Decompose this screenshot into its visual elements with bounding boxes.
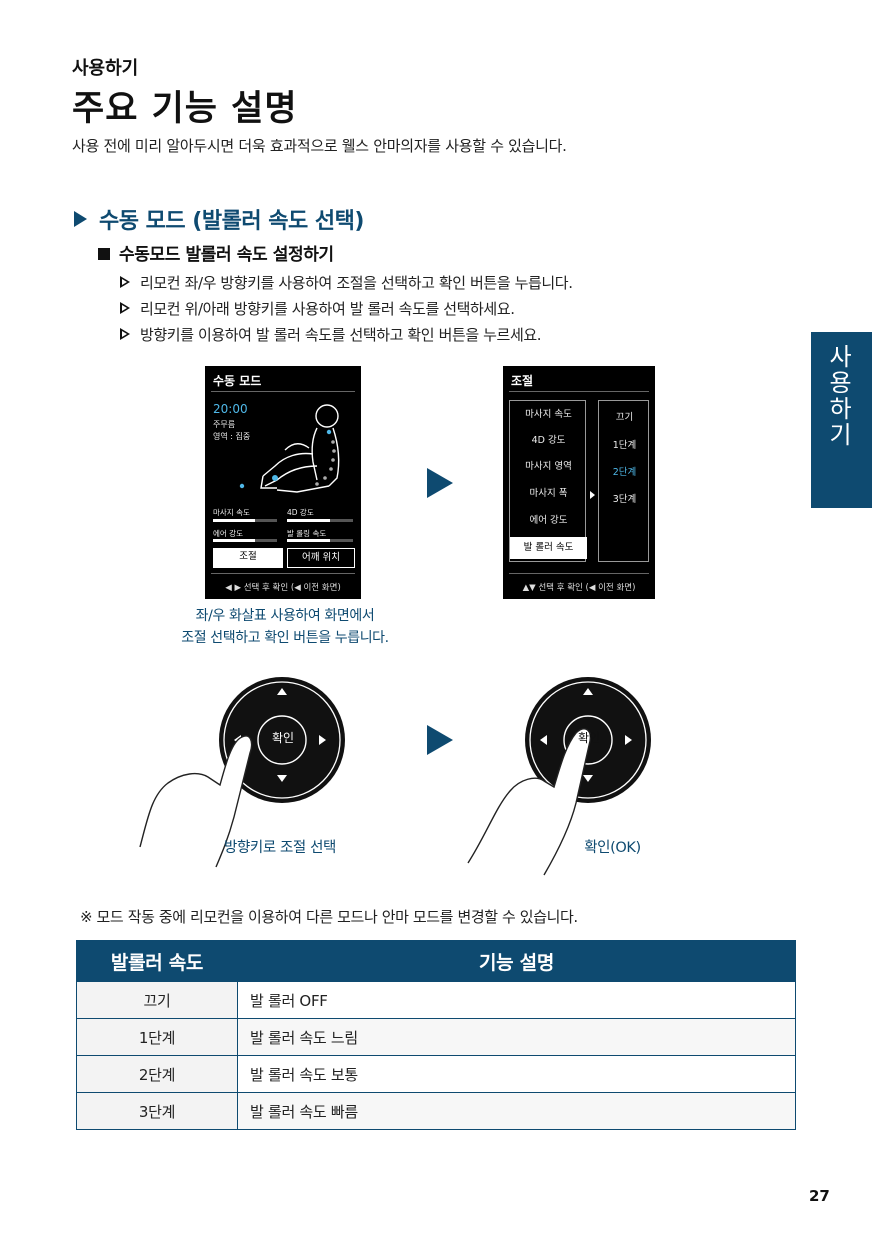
mode-info: 주무름 <box>213 420 236 429</box>
step-item: 방향키를 이용하여 발 롤러 속도를 선택하고 확인 버튼을 누르세요. <box>120 322 573 348</box>
option-item: 3단계 <box>612 494 637 505</box>
speed-options: 끄기 1단계 2단계 3단계 <box>598 400 649 562</box>
screen-footer: ◀ ▶ 선택 후 확인 (◀ 이전 화면) <box>225 583 341 593</box>
side-tab: 사용하기 <box>811 332 872 508</box>
remote-caption-left: 방향키로 조절 선택 <box>224 840 336 856</box>
divider <box>509 573 649 574</box>
table-row: 끄기 발 롤러 OFF <box>76 981 796 1019</box>
table-header-row: 발롤러 속도 기능 설명 <box>76 940 796 982</box>
4d-strength-label: 4D 강도 <box>287 508 314 517</box>
option-item-selected: 2단계 <box>612 467 637 478</box>
adjust-screen: 조절 마사지 속도 4D 강도 마사지 영역 마사지 폭 에어 강도 발 롤러 … <box>503 366 655 599</box>
adjust-button: 조절 <box>213 548 283 568</box>
table-header: 발롤러 속도 <box>76 940 238 982</box>
outline-triangle-icon <box>120 328 130 340</box>
table-cell-level: 끄기 <box>76 981 238 1019</box>
remote-caption-right: 확인(OK) <box>584 840 641 856</box>
pointer-arrow-icon <box>590 491 595 499</box>
table-cell-level: 1단계 <box>76 1018 238 1056</box>
menu-item: 4D 강도 <box>531 435 566 446</box>
timer-readout: 20:00 <box>213 402 248 416</box>
area-info: 영역 : 집중 <box>213 432 251 441</box>
table-cell-desc: 발 롤러 속도 보통 <box>237 1055 796 1093</box>
massage-chair-figure-icon <box>239 404 340 493</box>
step-item: 리모컨 좌/우 방향키를 사용하여 조절을 선택하고 확인 버튼을 누릅니다. <box>120 270 573 296</box>
foot-roller-speed-label: 발 롤링 속도 <box>287 529 327 538</box>
screen-caption: 좌/우 화살표 사용하여 화면에서 조절 선택하고 확인 버튼을 누릅니다. <box>181 608 389 646</box>
4d-strength-bar <box>287 519 353 522</box>
confirm-button-label: 확인 <box>577 731 601 745</box>
next-arrow-icon <box>427 468 453 498</box>
sub-heading-text: 수동모드 발롤러 속도 설정하기 <box>119 245 334 265</box>
triangle-bullet-icon <box>74 211 87 227</box>
shoulder-position-button: 어깨 위치 <box>287 548 355 568</box>
remote-confirm-pad <box>467 677 651 876</box>
table-cell-desc: 발 롤러 속도 빠름 <box>237 1092 796 1130</box>
table-cell-level: 2단계 <box>76 1055 238 1093</box>
step-list: 리모컨 좌/우 방향키를 사용하여 조절을 선택하고 확인 버튼을 누릅니다. … <box>120 270 573 348</box>
side-tab-label: 사용하기 <box>824 344 852 448</box>
page-number: 27 <box>809 1187 830 1205</box>
option-item: 끄기 <box>615 412 634 423</box>
massage-speed-label: 마사지 속도 <box>213 508 250 517</box>
divider <box>509 391 649 392</box>
square-bullet-icon <box>98 248 110 260</box>
table-cell-desc: 발 롤러 OFF <box>237 981 796 1019</box>
adjust-menu: 마사지 속도 4D 강도 마사지 영역 마사지 폭 에어 강도 발 롤러 속도 <box>509 400 587 562</box>
speed-table: 발롤러 속도 기능 설명 끄기 발 롤러 OFF 1단계 발 롤러 속도 느림 … <box>76 940 796 1130</box>
option-item: 1단계 <box>612 440 637 451</box>
manual-mode-screen: 수동 모드 20:00 주무름 영역 : 집중 마사지 속도 4D 강도 에어 … <box>205 366 361 599</box>
note-text: ※ 모드 작동 중에 리모컨을 이용하여 다른 모드나 안마 모드를 변경할 수… <box>80 908 578 926</box>
screen-title: 조절 <box>511 374 534 388</box>
menu-item: 마사지 영역 <box>525 461 572 472</box>
remote-direction-pad <box>139 677 345 868</box>
step-item: 리모컨 위/아래 방향키를 사용하여 발 롤러 속도를 선택하세요. <box>120 296 573 322</box>
table-cell-level: 3단계 <box>76 1092 238 1130</box>
menu-item: 마사지 속도 <box>525 409 572 420</box>
foot-roller-speed-bar <box>287 539 353 542</box>
table-cell-desc: 발 롤러 속도 느림 <box>237 1018 796 1056</box>
divider <box>211 391 355 392</box>
confirm-button-label: 확인 <box>271 731 295 745</box>
divider <box>211 573 355 574</box>
air-strength-bar <box>213 539 277 542</box>
next-arrow-icon <box>427 725 453 755</box>
massage-speed-bar <box>213 519 277 522</box>
outline-triangle-icon <box>120 302 130 314</box>
table-row: 1단계 발 롤러 속도 느림 <box>76 1018 796 1056</box>
screen-title: 수동 모드 <box>213 374 262 388</box>
sub-heading: 수동모드 발롤러 속도 설정하기 <box>98 240 334 265</box>
mode-heading-text: 수동 모드 (발롤러 속도 선택) <box>99 209 364 234</box>
section-label: 사용하기 <box>72 58 139 79</box>
outline-triangle-icon <box>120 276 130 288</box>
menu-item-selected: 발 롤러 속도 <box>510 537 587 559</box>
menu-item: 마사지 폭 <box>529 488 568 499</box>
page-title: 주요 기능 설명 <box>72 89 298 129</box>
table-row: 3단계 발 롤러 속도 빠름 <box>76 1092 796 1130</box>
mode-heading: 수동 모드 (발롤러 속도 선택) <box>74 203 364 235</box>
menu-item: 에어 강도 <box>529 515 568 526</box>
intro-text: 사용 전에 미리 알아두시면 더욱 효과적으로 웰스 안마의자를 사용할 수 있… <box>72 137 567 155</box>
table-row: 2단계 발 롤러 속도 보통 <box>76 1055 796 1093</box>
air-strength-label: 에어 강도 <box>213 529 243 538</box>
table-header: 기능 설명 <box>237 940 796 982</box>
screen-footer: ▲▼ 선택 후 확인 (◀ 이전 화면) <box>522 583 636 593</box>
